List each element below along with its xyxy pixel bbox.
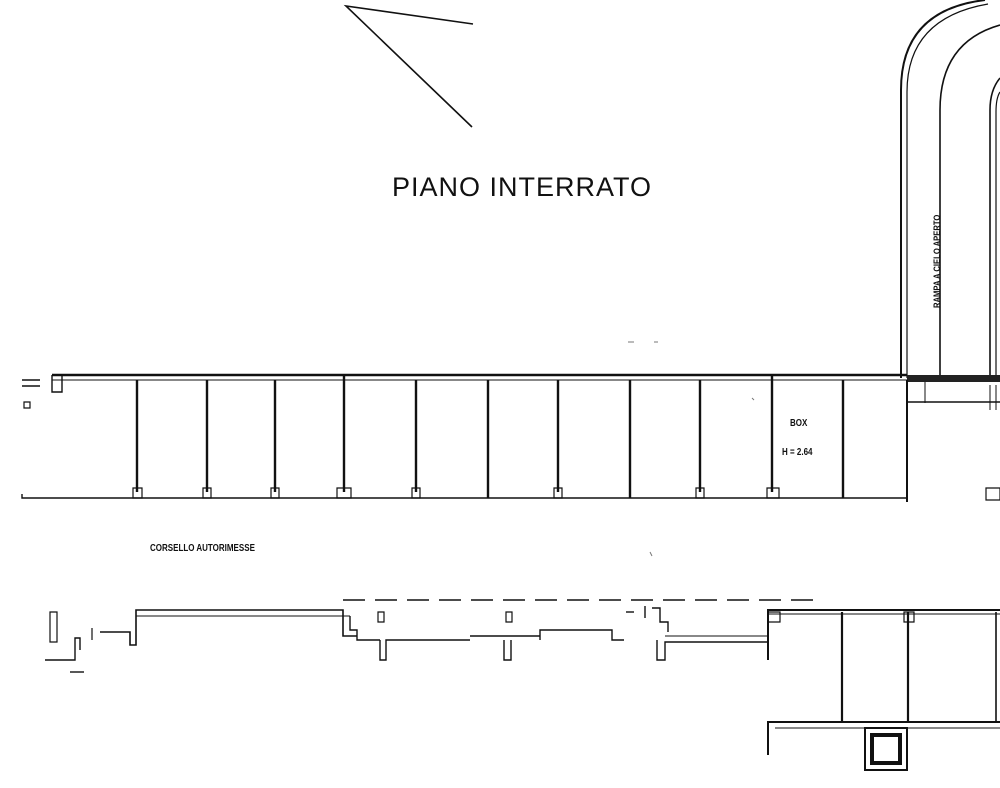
box-height-label: H = 2.64 [782,447,813,458]
ramp-walls [901,0,1000,378]
box-partitions [137,375,843,498]
plan-title: PIANO INTERRATO [392,172,653,202]
lower-right-block [768,610,1000,770]
corridor-label: CORSELLO AUTORIMESSE [150,543,255,554]
lower-wall [45,606,768,672]
box-label: BOX [790,418,808,429]
ramp-label: RAMPA A CIELO APERTO [932,214,942,308]
north-arrow-icon [346,6,473,127]
ramp-threshold [907,375,1000,410]
survey-marks [628,342,754,556]
garage-row-upper [22,375,907,502]
column-bases [133,488,1000,500]
